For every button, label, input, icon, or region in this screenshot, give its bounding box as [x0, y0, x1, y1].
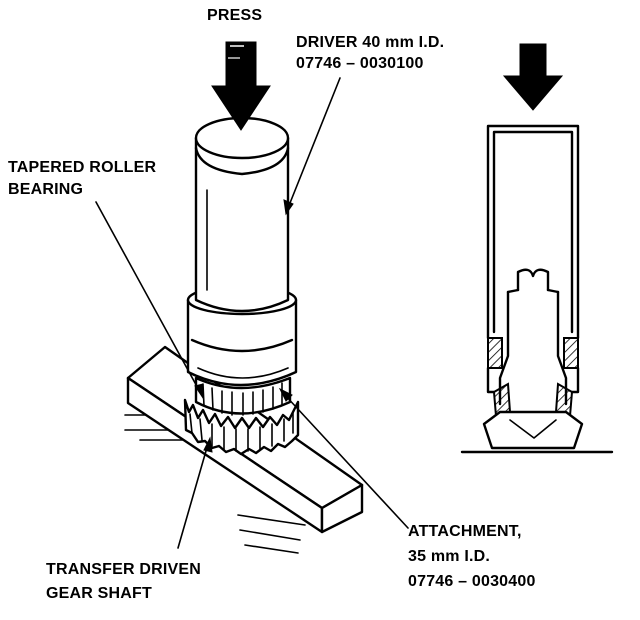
shaft-label-line2: GEAR SHAFT	[46, 585, 152, 602]
driver-label-line1: DRIVER 40 mm I.D.	[296, 34, 445, 51]
attachment-label-line1: ATTACHMENT,	[408, 523, 522, 540]
section-down-arrow-icon	[502, 43, 564, 111]
attachment-part-number: 07746 – 0030400	[408, 573, 536, 590]
press-label: PRESS	[207, 7, 263, 24]
shaft-label-line1: TRANSFER DRIVEN	[46, 561, 202, 578]
press-arrow-icon	[211, 41, 271, 131]
driver-drawing	[194, 116, 290, 313]
bearing-label-line2: BEARING	[8, 181, 84, 198]
bearing-label-line1: TAPERED ROLLER	[8, 159, 157, 176]
leader-lines	[95, 77, 409, 549]
driver-part-number: 07746 – 0030100	[296, 55, 424, 72]
attachment-label-line2: 35 mm I.D.	[408, 548, 491, 565]
support-rails	[124, 414, 306, 554]
section-view-drawing	[460, 43, 614, 454]
